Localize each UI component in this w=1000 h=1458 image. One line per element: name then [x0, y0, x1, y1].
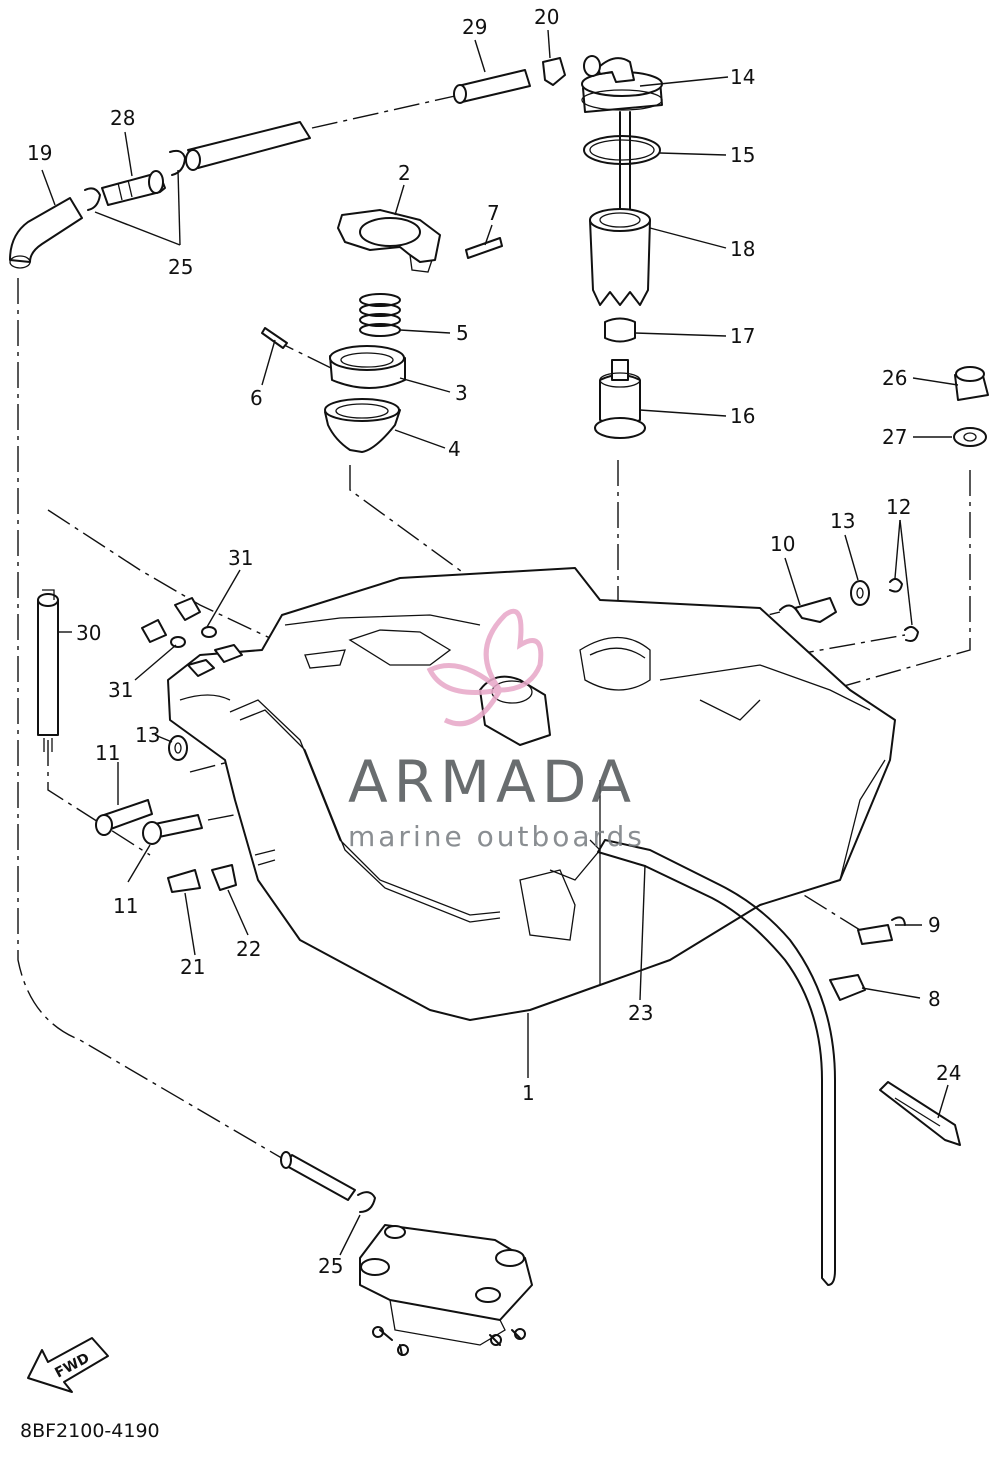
upper-hoses [9, 57, 566, 269]
leader-lines [41, 29, 959, 1256]
filler-cap-assembly [261, 209, 503, 453]
callout-9: 9 [928, 913, 941, 937]
fuel-tank [167, 567, 896, 1021]
bolts-and-clips-left [95, 799, 237, 893]
callout-7: 7 [487, 201, 500, 225]
callout-22: 22 [236, 937, 261, 961]
callout-17: 17 [730, 324, 755, 348]
callout-27: 27 [882, 425, 907, 449]
callout-8: 8 [928, 987, 941, 1011]
callout-23: 23 [628, 1001, 653, 1025]
callout-11-lower: 11 [113, 894, 138, 918]
callout-10: 10 [770, 532, 795, 556]
callout-numbers: 29 20 14 15 18 17 16 28 19 25 2 7 5 6 3 … [27, 5, 961, 1278]
callout-4: 4 [448, 437, 461, 461]
small-parts-right [168, 366, 989, 1146]
callout-18: 18 [730, 237, 755, 261]
diagram-code: 8BF2100-4190 [20, 1420, 160, 1442]
callout-25-bottom: 25 [318, 1254, 343, 1278]
callout-31-top: 31 [228, 546, 253, 570]
watermark-logo-petal-top [483, 608, 544, 693]
callout-21: 21 [180, 955, 205, 979]
lower-hose-and-pump [280, 1151, 533, 1356]
callout-25-top: 25 [168, 255, 193, 279]
watermark-logo [426, 608, 544, 727]
callout-12: 12 [886, 495, 911, 519]
watermark-logo-petal-left [426, 663, 506, 695]
callout-5: 5 [456, 321, 469, 345]
callout-31-bottom: 31 [108, 678, 133, 702]
callout-20: 20 [534, 5, 559, 29]
watermark-brand: ARMADA [348, 748, 637, 816]
callout-14: 14 [730, 65, 755, 89]
callout-3: 3 [455, 381, 468, 405]
callout-11-upper: 11 [95, 741, 120, 765]
watermark: ARMADA marine outboards [348, 608, 645, 853]
callout-28: 28 [110, 106, 135, 130]
callout-24: 24 [936, 1061, 961, 1085]
hose-30-and-clips [37, 589, 217, 752]
vent-hose [597, 839, 836, 1286]
callout-2: 2 [398, 161, 411, 185]
callout-16: 16 [730, 404, 755, 428]
callout-29: 29 [462, 15, 487, 39]
fuel-gauge-assembly [581, 55, 663, 439]
callout-13-left: 13 [135, 723, 160, 747]
callout-19: 19 [27, 141, 52, 165]
watermark-tagline: marine outboards [348, 820, 645, 853]
fwd-arrow: FWD [27, 1337, 109, 1393]
callout-13-right: 13 [830, 509, 855, 533]
callout-6: 6 [250, 386, 263, 410]
callout-15: 15 [730, 143, 755, 167]
callout-1: 1 [522, 1081, 535, 1105]
watermark-logo-petal-bottom [443, 688, 503, 727]
callout-26: 26 [882, 366, 907, 390]
fwd-arrow-icon [27, 1337, 109, 1393]
callout-30: 30 [76, 621, 101, 645]
